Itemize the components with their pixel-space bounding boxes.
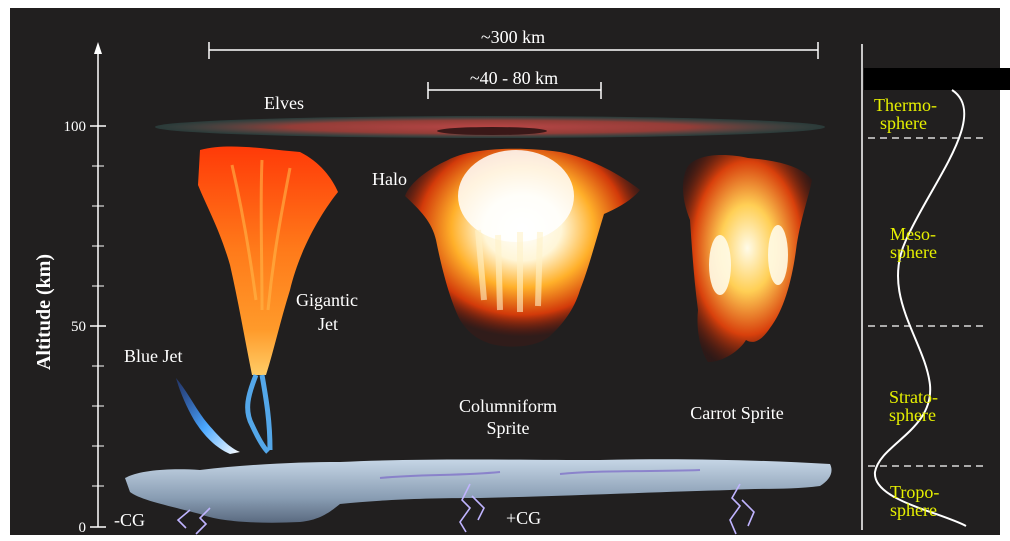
carrot-sprite-label: Carrot Sprite	[690, 403, 783, 423]
columniform-label-line2: Sprite	[487, 418, 530, 438]
axis-title: Altitude (km)	[33, 254, 55, 370]
halo-label: Halo	[372, 169, 407, 189]
blue-jet-label: Blue Jet	[124, 346, 183, 366]
gigantic-jet-label-line2: Jet	[318, 314, 338, 334]
scale-label-300km: ~300 km	[481, 27, 545, 47]
tick-label-50: 50	[71, 319, 86, 335]
mesosphere-label-line2: sphere	[890, 242, 937, 262]
tick-label-0: 0	[79, 520, 87, 536]
neg-cg-label: -CG	[114, 510, 145, 530]
troposphere-label-line1: Tropo-	[890, 482, 939, 502]
space-band	[864, 68, 1010, 90]
troposphere-label-line2: sphere	[890, 500, 937, 520]
elves-label: Elves	[264, 93, 304, 113]
scale-label-40-80km: ~40 - 80 km	[470, 68, 558, 88]
elves-ring	[155, 116, 825, 138]
mesosphere-label-line1: Meso-	[890, 224, 936, 244]
tick-label-100: 100	[64, 119, 87, 135]
gigantic-jet-label-line1: Gigantic	[296, 290, 358, 310]
pos-cg-label: +CG	[506, 508, 541, 528]
stratosphere-label-line1: Strato-	[889, 387, 938, 407]
columniform-label-line1: Columniform	[459, 396, 557, 416]
thermosphere-label-line1: Thermo-	[874, 95, 937, 115]
thermosphere-label-line2: sphere	[880, 113, 927, 133]
stratosphere-label-line2: sphere	[889, 405, 936, 425]
